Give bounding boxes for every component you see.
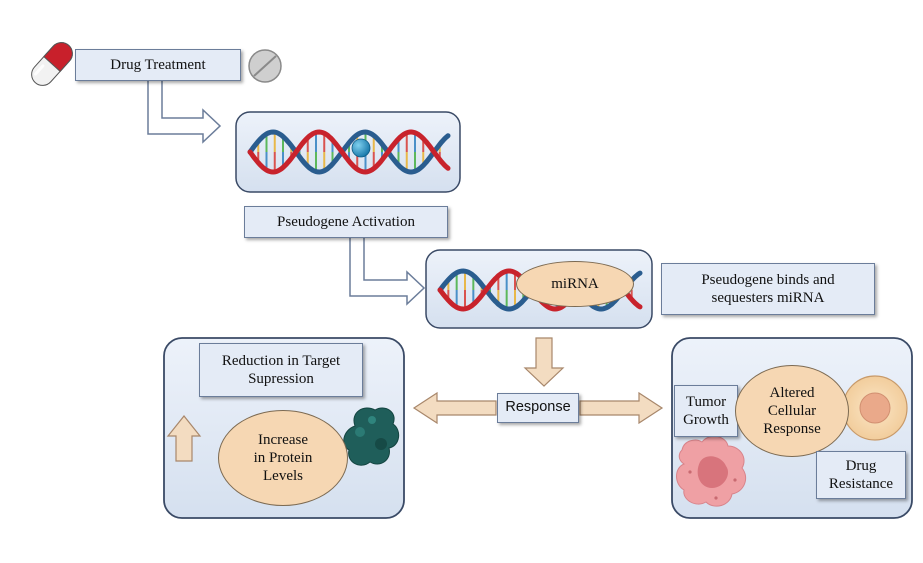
arrow-icon: [579, 391, 664, 425]
increase-line-2: in Protein: [253, 450, 313, 466]
altered-response-ellipse: Altered Cellular Response: [735, 365, 849, 457]
binds-line-1: Pseudogene binds and: [701, 272, 835, 288]
arrow-icon: [523, 337, 565, 387]
reduction-label: Reduction in Target Supression: [199, 343, 363, 397]
drug-resistance-label: Drug Resistance: [816, 451, 906, 499]
response-label: Response: [497, 393, 579, 423]
cell-icon: [842, 375, 908, 441]
reduction-line-1: Reduction in Target: [221, 353, 341, 369]
binds-line-2: sequesters miRNA: [711, 290, 825, 306]
arrow-icon: [412, 391, 497, 425]
tumor-growth-label: Tumor Growth: [674, 385, 738, 437]
increase-line-3: Levels: [263, 468, 303, 484]
drug-line-1: Drug: [845, 458, 877, 474]
pseudogene-activation-label: Pseudogene Activation: [244, 206, 448, 238]
increase-protein-ellipse: Increase in Protein Levels: [218, 410, 348, 506]
protein-icon: [343, 407, 400, 466]
tumor-cell-icon: [676, 435, 747, 507]
tumor-line-2: Growth: [683, 412, 729, 428]
increase-line-1: Increase: [258, 432, 308, 448]
arrow-icon: [166, 415, 202, 462]
pseudogene-binds-label: Pseudogene binds and sequesters miRNA: [661, 263, 875, 315]
dna-strand: [247, 129, 451, 175]
reduction-line-2: Supression: [248, 371, 314, 387]
drug-line-2: Resistance: [828, 476, 894, 492]
ligand-ball-icon: [351, 138, 371, 158]
tablet-icon: [248, 49, 282, 83]
arrow-icon: [349, 235, 426, 306]
tumor-line-1: Tumor: [685, 394, 727, 410]
altered-line-1: Altered: [769, 385, 815, 401]
dna-strand: [247, 129, 451, 175]
mirna-ellipse: miRNA: [516, 261, 634, 307]
altered-line-3: Response: [763, 421, 821, 437]
altered-line-2: Cellular: [767, 403, 817, 419]
arrow-icon: [147, 77, 222, 144]
drug-treatment-label: Drug Treatment: [75, 49, 241, 81]
capsule-icon: [31, 42, 73, 86]
